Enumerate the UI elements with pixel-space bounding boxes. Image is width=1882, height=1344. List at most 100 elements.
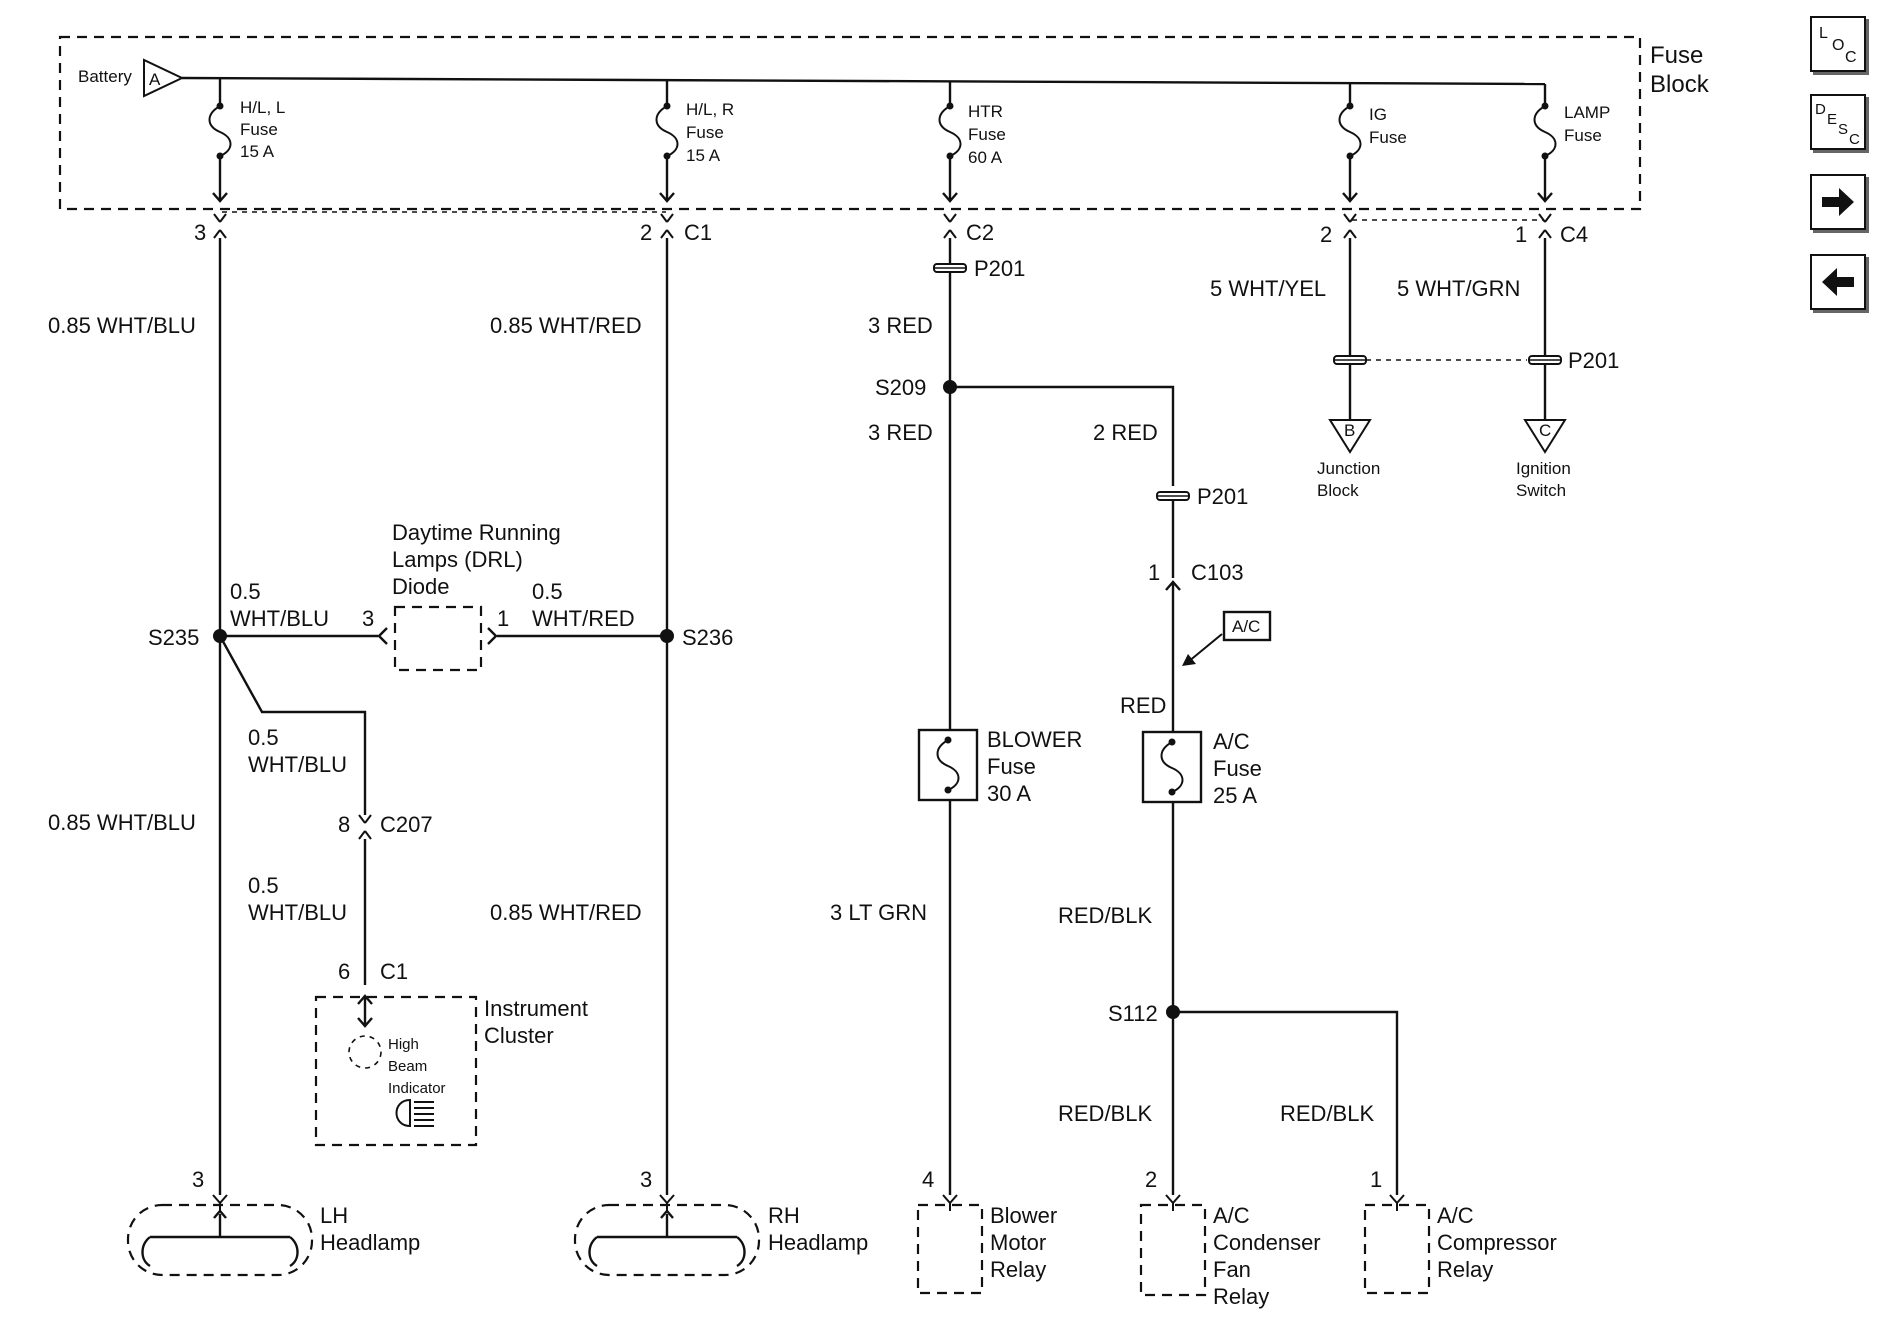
svg-text:Lamps (DRL): Lamps (DRL) (392, 547, 523, 572)
svg-text:IG: IG (1369, 105, 1387, 124)
svg-text:0.5: 0.5 (230, 579, 261, 604)
connector-icon (942, 1194, 958, 1212)
next-page-button[interactable] (1810, 174, 1866, 230)
wire-label: 0.85 WHT/RED (490, 313, 642, 338)
wire-label: 3 LT GRN (830, 900, 927, 925)
lamp-circuit: 1 C4 5 WHT/GRN P201 C Ignition Switch (1397, 213, 1619, 500)
ignition-switch-connector-icon (1523, 419, 1567, 454)
svg-text:H/L, R: H/L, R (686, 100, 734, 119)
svg-text:3: 3 (362, 606, 374, 631)
wire-label: 2 RED (1093, 420, 1158, 445)
wire-label: 0.85 WHT/BLU (48, 810, 196, 835)
rh-headlamp: RH Headlamp (573, 1203, 868, 1277)
battery-bus (181, 76, 1546, 86)
svg-text:Fuse: Fuse (686, 123, 724, 142)
svg-text:E: E (1827, 111, 1837, 128)
blower-relay-box (916, 1203, 984, 1295)
female-connector-icon (213, 213, 227, 239)
svg-text:C: C (1539, 421, 1551, 440)
connector-icon (1165, 1194, 1181, 1212)
svg-text:WHT/RED: WHT/RED (532, 606, 635, 631)
wire-label: 5 WHT/YEL (1210, 276, 1326, 301)
svg-text:H/L, L: H/L, L (240, 98, 285, 117)
svg-text:0.5: 0.5 (248, 873, 279, 898)
svg-text:Fuse: Fuse (1564, 126, 1602, 145)
prev-page-button[interactable] (1810, 254, 1866, 310)
svg-text:Fuse: Fuse (968, 125, 1006, 144)
svg-text:BLOWER: BLOWER (987, 727, 1082, 752)
high-beam-icon (395, 1098, 434, 1128)
connector-icon (1389, 1194, 1405, 1212)
fuse-icon (1338, 101, 1362, 161)
svg-text:3: 3 (192, 1167, 204, 1192)
svg-text:Compressor: Compressor (1437, 1230, 1557, 1255)
loc-button[interactable]: L O C (1810, 16, 1866, 72)
blower-circuit: C2 P201 3 RED S209 3 RED BLOWER Fuse 30 … (830, 213, 1082, 1295)
s235-branches: 0.5 WHT/BLU 3 0.5 WHT/BLU 8 C207 0.5 WHT… (218, 579, 433, 985)
fuse-icon (938, 101, 962, 161)
instrument-cluster-label: Instrument (484, 996, 588, 1021)
ac-circuit: 2 RED P201 1 C103 A/C RED A/C Fuse 25 A … (950, 385, 1557, 1309)
splice-label: S235 (148, 625, 199, 650)
svg-text:D: D (1815, 101, 1826, 118)
fuse-lamp: LAMP Fuse (1533, 84, 1610, 203)
svg-text:A/C: A/C (1213, 1203, 1250, 1228)
svg-text:C: C (1845, 49, 1857, 66)
connector-icon (212, 1194, 228, 1212)
junction-block-connector-icon (1328, 419, 1372, 454)
ignition-switch-label: Ignition (1516, 459, 1571, 478)
svg-text:0.5: 0.5 (248, 725, 279, 750)
fuse-icon (655, 101, 679, 161)
svg-text:2: 2 (640, 220, 652, 245)
svg-text:30 A: 30 A (987, 781, 1031, 806)
connector-icon (659, 1194, 675, 1212)
svg-text:Fan: Fan (1213, 1257, 1251, 1282)
female-connector-icon (660, 213, 674, 239)
svg-text:Headlamp: Headlamp (320, 1230, 420, 1255)
svg-text:Fuse: Fuse (240, 120, 278, 139)
passthrough-label: P201 (974, 256, 1025, 281)
connector-label: C2 (966, 220, 994, 245)
desc-button[interactable]: D E S C (1810, 94, 1866, 150)
fuse-hl-r: H/L, R Fuse 15 A (655, 80, 734, 203)
passthrough-label: P201 (1197, 484, 1248, 509)
passthrough-icon (1333, 355, 1367, 365)
svg-text:C: C (1849, 131, 1860, 148)
wire-label: RED/BLK (1280, 1101, 1374, 1126)
splice-label: S209 (875, 375, 926, 400)
wire-label: RED/BLK (1058, 1101, 1152, 1126)
splice-s236-icon (660, 629, 674, 643)
svg-text:WHT/BLU: WHT/BLU (248, 900, 347, 925)
svg-text:Fuse: Fuse (987, 754, 1036, 779)
splice-label: S236 (682, 625, 733, 650)
fuse-block-label: Fuse (1650, 42, 1703, 69)
connector-label: C4 (1560, 222, 1588, 247)
connector-label: C1 (380, 959, 408, 984)
passthrough-label: P201 (1568, 348, 1619, 373)
female-connector-icon (943, 213, 957, 239)
svg-text:Headlamp: Headlamp (768, 1230, 868, 1255)
battery-connector-letter: A (149, 70, 161, 89)
svg-text:2: 2 (1320, 222, 1332, 247)
svg-text:1: 1 (497, 606, 509, 631)
svg-text:WHT/BLU: WHT/BLU (230, 606, 329, 631)
svg-text:A/C: A/C (1213, 729, 1250, 754)
passthrough-icon (1156, 491, 1190, 501)
svg-text:LAMP: LAMP (1564, 103, 1610, 122)
loc-icon: L O C (1819, 25, 1857, 66)
drl-diode: Daytime Running Lamps (DRL) Diode 1 0.5 … (392, 520, 667, 672)
arrow-icon (1182, 654, 1196, 666)
junction-block-label: Junction (1317, 459, 1380, 478)
svg-text:1: 1 (1148, 560, 1160, 585)
wire-label: 0.85 WHT/BLU (48, 313, 196, 338)
female-connector-icon (1538, 213, 1552, 239)
splice-label: S112 (1108, 1001, 1158, 1026)
battery-connector-icon (143, 58, 185, 98)
ignition-switch-label: Switch (1516, 481, 1566, 500)
fuse-htr: HTR Fuse 60 A (938, 81, 1006, 203)
svg-text:Daytime Running: Daytime Running (392, 520, 561, 545)
svg-text:HTR: HTR (968, 102, 1003, 121)
connector-label: C103 (1191, 560, 1244, 585)
svg-text:60 A: 60 A (968, 148, 1003, 167)
